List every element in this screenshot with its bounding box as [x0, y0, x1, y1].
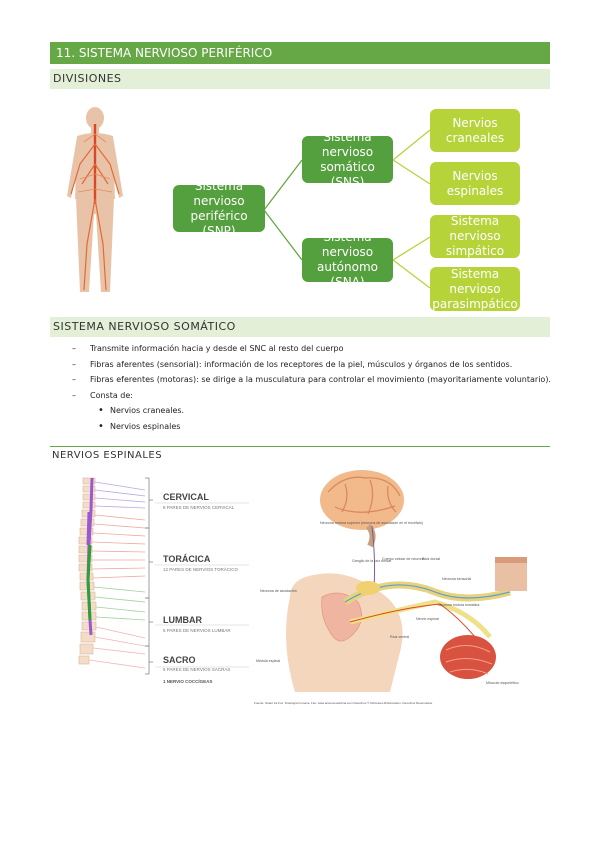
section-heading-espinales: NERVIOS ESPINALES: [52, 450, 163, 461]
section-heading-somatico: SISTEMA NERVIOSO SOMÁTICO: [50, 317, 550, 337]
espinales-node: Nervios espinales: [430, 162, 520, 205]
list-item: –Consta de: Nervios craneales. Nervios e…: [72, 388, 551, 435]
spine-lumbar-label: LUMBAR: [163, 615, 202, 625]
label-neurona-motora-superior: Neurona motora superior (neurona de asoc…: [320, 521, 423, 525]
label-neurona-asociacion: Neurona de asociación: [260, 589, 297, 593]
label-raiz-ventral: Raíz ventral: [390, 635, 409, 639]
spine-sacro-sub: 5 PARES DE NERVIOS SACRAS: [163, 667, 230, 672]
label-musculo: Músculo esquelético: [486, 681, 519, 685]
label-raiz-dorsal: Raíz dorsal: [422, 557, 440, 561]
spine-coccigeas-label: 1 NERVIO COCCÍGEAS: [163, 677, 212, 684]
human-body-illustration: [67, 107, 123, 292]
list-item: –Fibras aferentes (sensorial): informaci…: [72, 359, 513, 369]
craneales-node: Nervios craneales: [430, 109, 520, 152]
label-ganglio: Ganglio de la raíz dorsal: [352, 559, 391, 563]
label-neurona-motora-somatica: Neurona motora somática: [438, 603, 479, 607]
parasimpatico-node: Sistema nervioso parasimpático: [430, 267, 520, 311]
spine-sacro-label: SACRO: [163, 655, 196, 665]
spine-cervical-label: CERVICAL: [163, 492, 209, 502]
label-medula-espinal: Médula espinal: [256, 659, 280, 663]
spine-toracica-sub: 12 PARES DE NERVIOS TORÁCICO: [163, 566, 238, 572]
label-neurona-sensorial: Neurona sensorial: [442, 577, 471, 581]
somatico-list: –Transmite información hacia y desde el …: [72, 341, 551, 434]
sub-list-item: Nervios craneales.: [72, 403, 551, 419]
spine-toracica-label: TORÁCICA: [163, 554, 211, 564]
sub-list-item: Nervios espinales: [72, 419, 551, 435]
spine-lumbar-sub: 5 PARES DE NERVIOS LUMBAR: [163, 628, 231, 633]
sna-node: Sistema nervioso autónomo (SNA): [302, 230, 393, 289]
list-item: –Transmite información hacia y desde el …: [72, 344, 344, 353]
spinal-nerves-diagram: CERVICAL 8 PARES DE NERVIOS CERVICAL TOR…: [65, 470, 295, 695]
section-divider: [50, 446, 550, 447]
label-cuerpo-celular: Cuerpo celular de neurona: [382, 557, 425, 561]
reflex-arc-diagram: Neurona motora superior (neurona de asoc…: [254, 470, 527, 705]
label-nervio-espinal: Nervio espinal: [416, 617, 439, 621]
snp-node: Sistema nervioso periférico (SNP): [173, 179, 265, 238]
figure-credit: Fuente: Stuart Ira Fox: Fisiología human…: [254, 701, 433, 705]
sns-node: Sistema nervioso somático (SNS): [302, 130, 393, 189]
list-item: –Fibras eferentes (motoras): se dirige a…: [72, 375, 551, 384]
simpatico-node: Sistema nervioso simpático: [430, 214, 520, 258]
section-heading-divisiones: DIVISIONES: [50, 69, 550, 89]
spine-cervical-sub: 8 PARES DE NERVIOS CERVICAL: [163, 505, 235, 510]
page-title: 11. SISTEMA NERVIOSO PERIFÉRICO: [50, 42, 550, 64]
